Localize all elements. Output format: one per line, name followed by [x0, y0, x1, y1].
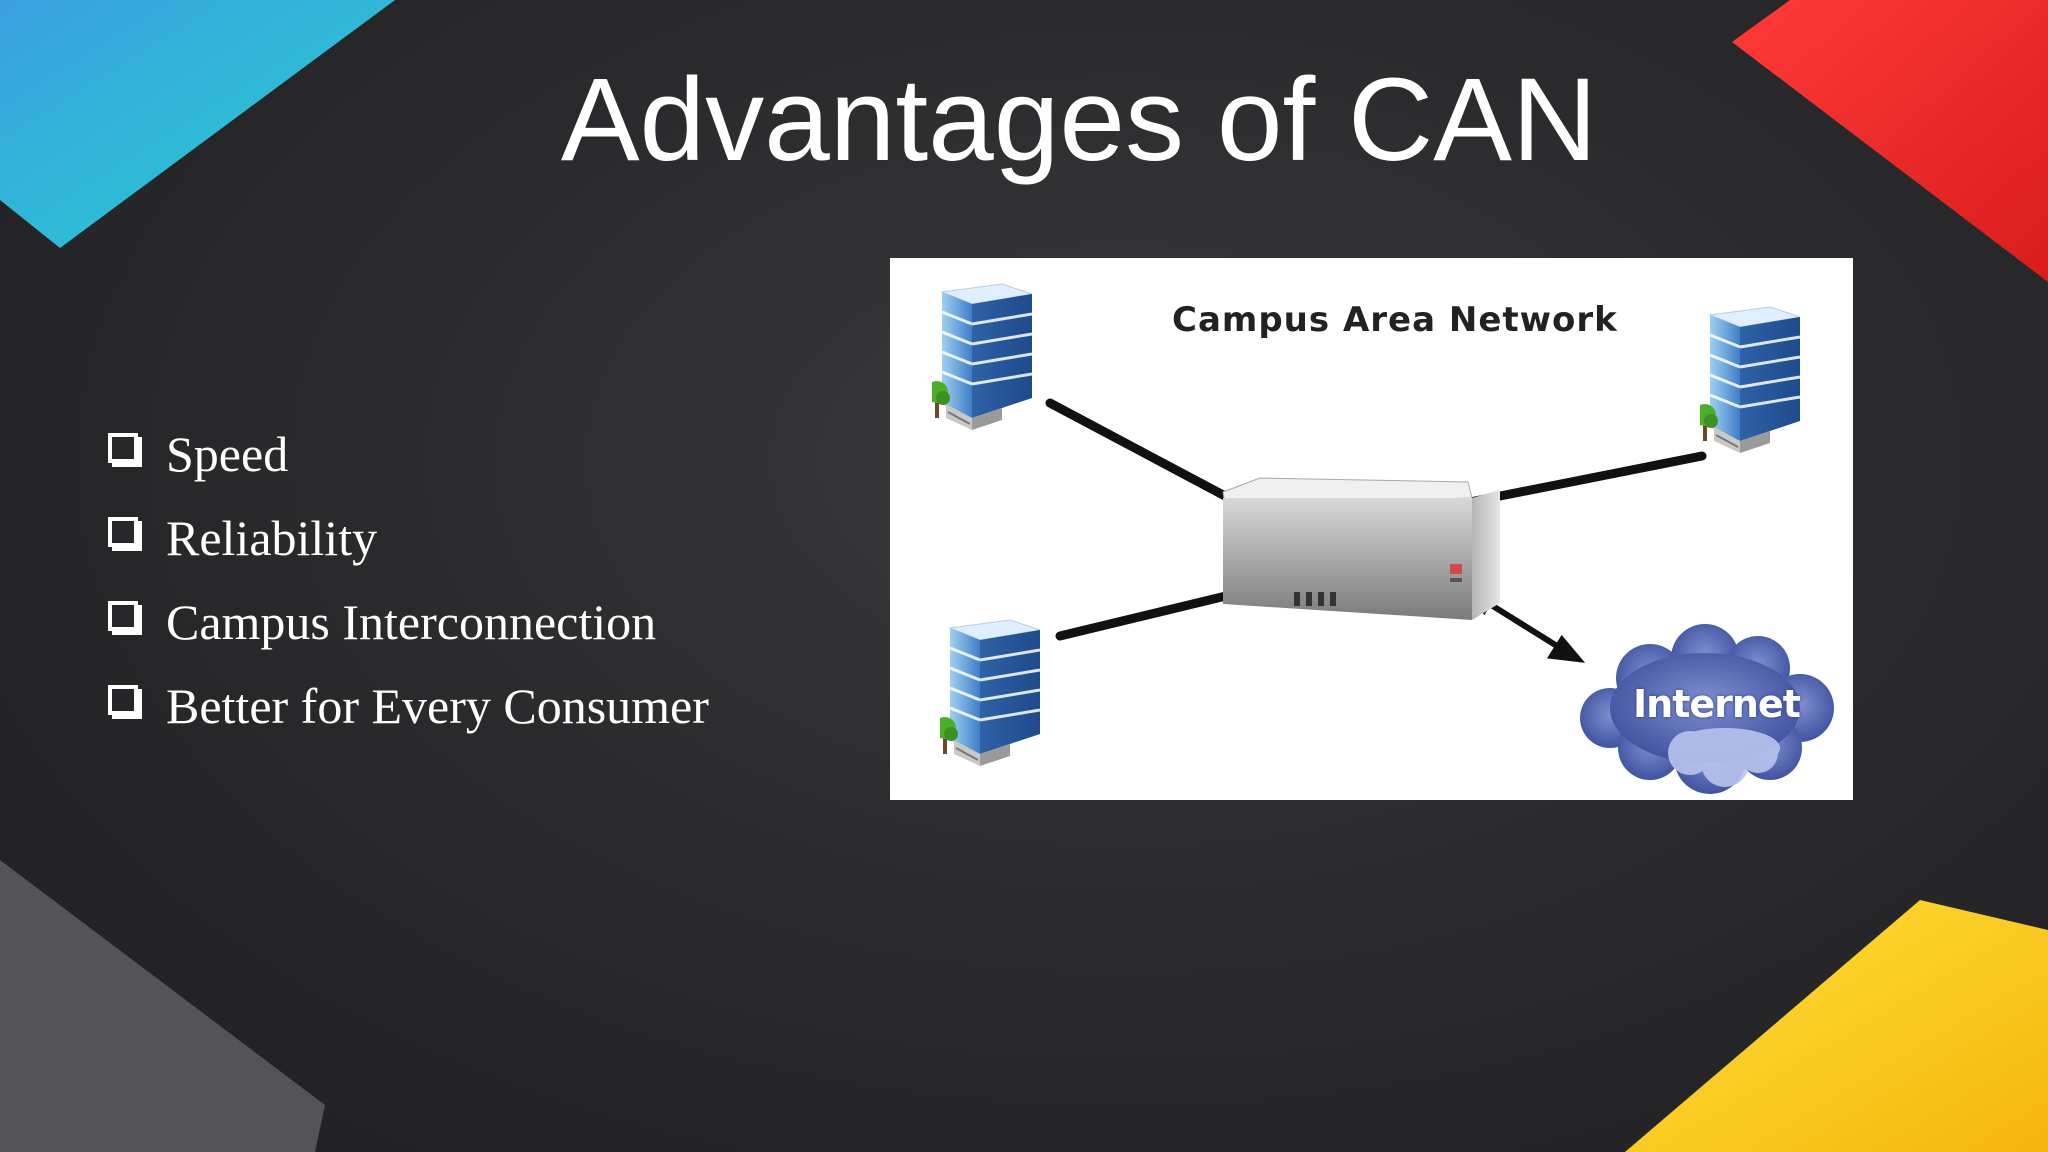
bullet-item: Better for Every Consumer	[108, 664, 709, 748]
bullet-list: Speed Reliability Campus Interconnection…	[108, 412, 709, 748]
bullet-label: Reliability	[166, 510, 378, 566]
bullet-label: Better for Every Consumer	[166, 678, 709, 734]
campus-area-network-diagram: Campus Area Network Internet	[890, 258, 1853, 800]
yellow-corner-shape	[1625, 900, 2048, 1152]
building-icon-bottom-left	[940, 618, 1042, 768]
internet-cloud-icon	[1580, 624, 1834, 794]
internet-label: Internet	[1633, 682, 1801, 726]
network-diagram-graphic	[932, 282, 1834, 794]
bullet-item: Campus Interconnection	[108, 580, 709, 664]
checkbox-bullet-icon	[108, 517, 138, 547]
bullet-item: Speed	[108, 412, 709, 496]
bullet-item: Reliability	[108, 496, 709, 580]
building-icon-top-right	[1700, 305, 1802, 455]
diagram-title: Campus Area Network	[1172, 300, 1618, 340]
checkbox-bullet-icon	[108, 601, 138, 631]
building-icon-top-left	[932, 282, 1034, 432]
red-corner-shape	[1732, 0, 2048, 282]
slide-title: Advantages of CAN	[560, 54, 1598, 186]
server-icon	[1222, 477, 1500, 620]
checkbox-bullet-icon	[108, 433, 138, 463]
bullet-label: Speed	[166, 426, 289, 482]
gray-corner-shape	[0, 860, 325, 1152]
network-links	[1045, 398, 1707, 641]
bullet-label: Campus Interconnection	[166, 594, 657, 650]
checkbox-bullet-icon	[108, 685, 138, 715]
cyan-corner-shape	[0, 0, 395, 248]
